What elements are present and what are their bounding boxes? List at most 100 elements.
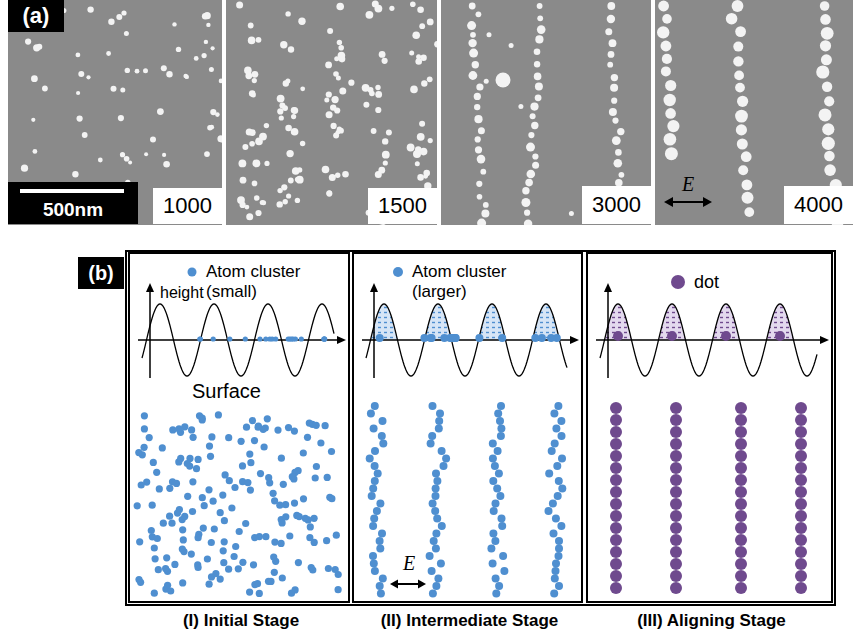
atom-cluster — [313, 463, 320, 470]
quantum-dot — [298, 18, 305, 25]
atom-cluster — [499, 552, 507, 560]
atom-cluster — [436, 410, 444, 418]
panel-label: (a) — [8, 0, 64, 32]
atom-cluster — [500, 567, 508, 575]
quantum-dot — [736, 124, 747, 135]
quantum-dot — [537, 3, 543, 9]
atom-cluster — [244, 479, 251, 486]
quantum-dot — [288, 178, 294, 184]
quantum-dot — [327, 190, 332, 195]
quantum-dot — [795, 402, 807, 414]
atom-cluster — [427, 334, 435, 342]
label-text: 500nm — [43, 199, 103, 221]
quantum-dot — [342, 171, 349, 178]
quantum-dot — [795, 474, 807, 486]
quantum-dot — [252, 181, 258, 187]
atom-cluster — [296, 513, 303, 520]
atom-cluster — [267, 578, 274, 585]
arrow-head — [146, 283, 154, 292]
quantum-dot — [331, 123, 337, 129]
atom-cluster — [257, 470, 264, 477]
atom-cluster — [371, 477, 379, 485]
quantum-dot — [535, 94, 542, 101]
atom-cluster — [279, 519, 286, 526]
quantum-dot — [162, 153, 166, 157]
atom-cluster — [323, 537, 330, 544]
label-text: (b) — [88, 262, 114, 285]
atom-cluster — [242, 520, 249, 527]
quantum-dot — [277, 95, 285, 103]
atom-cluster — [266, 479, 273, 486]
atom-cluster — [195, 564, 202, 571]
atom-cluster — [222, 471, 229, 478]
quantum-dot — [237, 196, 245, 204]
quantum-dot — [166, 71, 172, 77]
atom-cluster — [274, 427, 281, 434]
atom-cluster — [531, 334, 539, 342]
arrow-head — [337, 336, 346, 344]
atom-cluster — [220, 559, 227, 566]
quantum-dot — [670, 450, 682, 462]
atom-cluster — [498, 334, 506, 342]
quantum-dot — [611, 74, 618, 81]
atom-cluster — [276, 502, 283, 509]
atom-cluster — [430, 537, 438, 545]
sem-image — [655, 0, 853, 225]
atom-cluster — [184, 493, 191, 500]
atom-cluster — [558, 485, 566, 493]
quantum-dot — [176, 47, 181, 52]
atom-cluster — [369, 552, 377, 560]
atom-cluster — [427, 440, 435, 448]
quantum-dot — [277, 201, 283, 207]
quantum-dot — [333, 133, 339, 139]
quantum-dot — [610, 570, 622, 582]
atom-cluster — [141, 444, 148, 451]
quantum-dot — [31, 75, 38, 82]
surface-label: Surface — [192, 380, 302, 403]
quantum-dot — [534, 49, 541, 56]
atom-cluster — [379, 575, 387, 583]
atom-cluster — [429, 590, 437, 598]
atom-cluster — [155, 566, 162, 573]
quantum-dot — [249, 141, 255, 147]
quantum-dot — [607, 15, 615, 23]
atom-cluster — [328, 448, 335, 455]
quantum-dot — [531, 122, 538, 129]
quantum-dot — [288, 46, 294, 52]
quantum-dot — [204, 40, 208, 44]
atom-cluster — [496, 417, 504, 425]
atom-cluster — [193, 465, 200, 472]
y-axis — [149, 290, 151, 378]
quantum-dot — [661, 66, 671, 76]
atom-cluster — [304, 434, 311, 441]
quantum-dot — [670, 486, 682, 498]
atom-cluster — [205, 486, 212, 493]
atom-cluster — [440, 334, 448, 342]
quantum-dot — [610, 414, 622, 426]
atom-cluster — [291, 500, 298, 507]
atom-cluster — [246, 451, 253, 458]
quantum-dot — [737, 139, 748, 150]
quantum-dot — [386, 130, 392, 136]
atom-cluster — [429, 500, 437, 508]
atom-cluster — [279, 574, 286, 581]
atom-cluster — [379, 440, 387, 448]
label-text: (a) — [23, 3, 50, 28]
atom-cluster — [186, 463, 193, 470]
quantum-dot — [286, 193, 291, 198]
atom-cluster — [162, 565, 169, 572]
atom-cluster — [371, 402, 379, 410]
quantum-dot — [670, 474, 682, 486]
quantum-dot — [240, 177, 247, 184]
quantum-dot — [128, 160, 132, 164]
quantum-dot — [537, 25, 546, 34]
quantum-dot — [291, 114, 296, 119]
atom-cluster — [428, 432, 436, 440]
quantum-dot — [610, 546, 622, 558]
quantum-dot — [410, 1, 416, 7]
atom-cluster — [190, 434, 197, 441]
atom-cluster — [289, 336, 294, 341]
atom-cluster — [179, 526, 186, 533]
quantum-dot — [658, 1, 669, 12]
